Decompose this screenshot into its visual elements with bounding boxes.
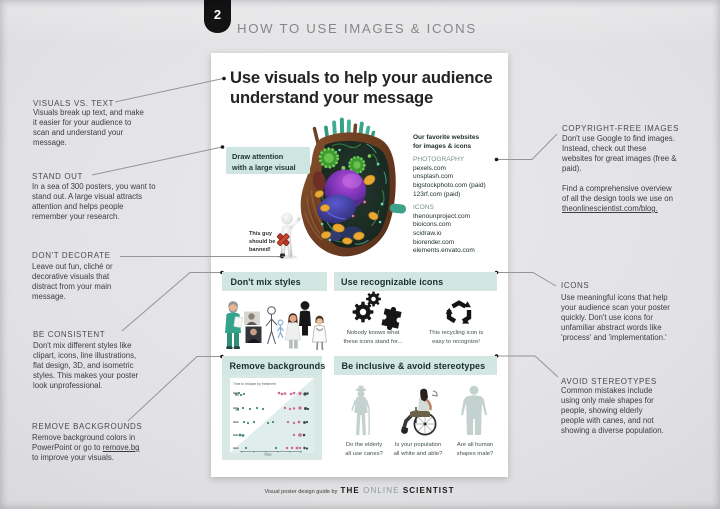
svg-text:Time to relapse by treatment: Time to relapse by treatment xyxy=(233,382,276,386)
svg-text:Days: Days xyxy=(264,452,272,456)
